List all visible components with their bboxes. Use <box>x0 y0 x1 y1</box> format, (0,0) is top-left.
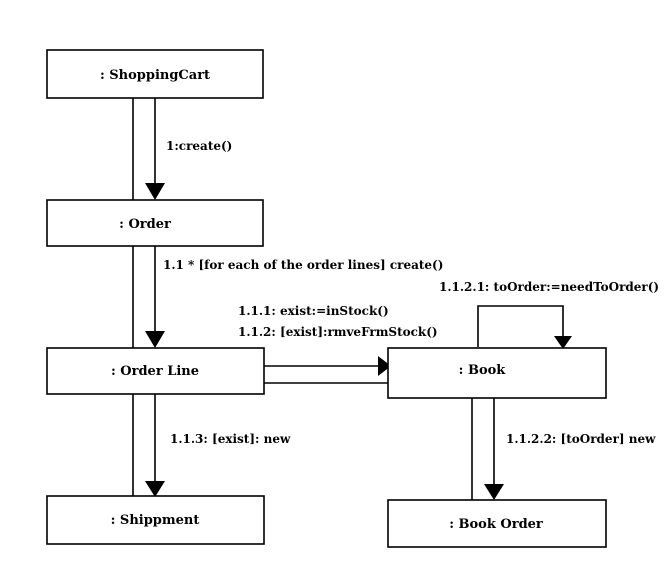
arrowhead-icon <box>145 331 165 348</box>
object-box <box>387 347 607 399</box>
link-book-bookorder <box>471 398 504 500</box>
object-box <box>46 347 265 395</box>
object-order[interactable]: : Order <box>46 199 264 247</box>
object-bookorder[interactable]: : Book Order <box>387 499 607 548</box>
message-label-exist-in-stock: 1.1.1: exist:=inStock() <box>238 304 389 318</box>
object-label: : ShoppingCart <box>100 68 210 83</box>
self-message-line <box>477 305 564 347</box>
object-orderline[interactable]: : Order Line <box>46 347 265 395</box>
message-label-new-book-order: 1.1.2.2: [toOrder] new <box>506 432 656 446</box>
object-book[interactable]: : Book <box>387 347 607 399</box>
object-label: : Book Order <box>449 517 543 532</box>
arrowhead-icon <box>378 356 391 376</box>
object-label: : Shippment <box>111 513 200 528</box>
object-box <box>46 495 265 545</box>
object-label: : Order <box>119 217 171 232</box>
link-order-orderline <box>132 246 165 348</box>
message-label-new-shippment: 1.1.3: [exist]: new <box>170 432 291 446</box>
object-label: : Book <box>459 363 507 378</box>
arrowhead-icon <box>145 481 165 497</box>
message-label-to-order: 1.1.2.1: toOrder:=needToOrder() <box>439 280 659 294</box>
object-shippment[interactable]: : Shippment <box>46 495 265 545</box>
message-label-create: 1:create() <box>166 139 232 153</box>
link-shoppingcart-order <box>132 98 165 200</box>
link-book-self <box>477 305 572 349</box>
object-box <box>46 49 264 99</box>
arrowhead-icon <box>145 183 165 200</box>
object-box <box>387 499 607 548</box>
link-orderline-shippment <box>132 394 165 497</box>
message-label-remove-from-stock: 1.1.2: [exist]:rmveFrmStock() <box>238 325 438 339</box>
arrowhead-icon <box>484 484 504 500</box>
link-orderline-book <box>264 356 391 384</box>
object-shoppingcart[interactable]: : ShoppingCart <box>46 49 264 99</box>
arrowhead-icon <box>554 336 572 349</box>
object-label: : Order Line <box>111 364 199 379</box>
message-label-create-order-lines: 1.1 * [for each of the order lines] crea… <box>163 258 443 272</box>
object-box <box>46 199 264 247</box>
